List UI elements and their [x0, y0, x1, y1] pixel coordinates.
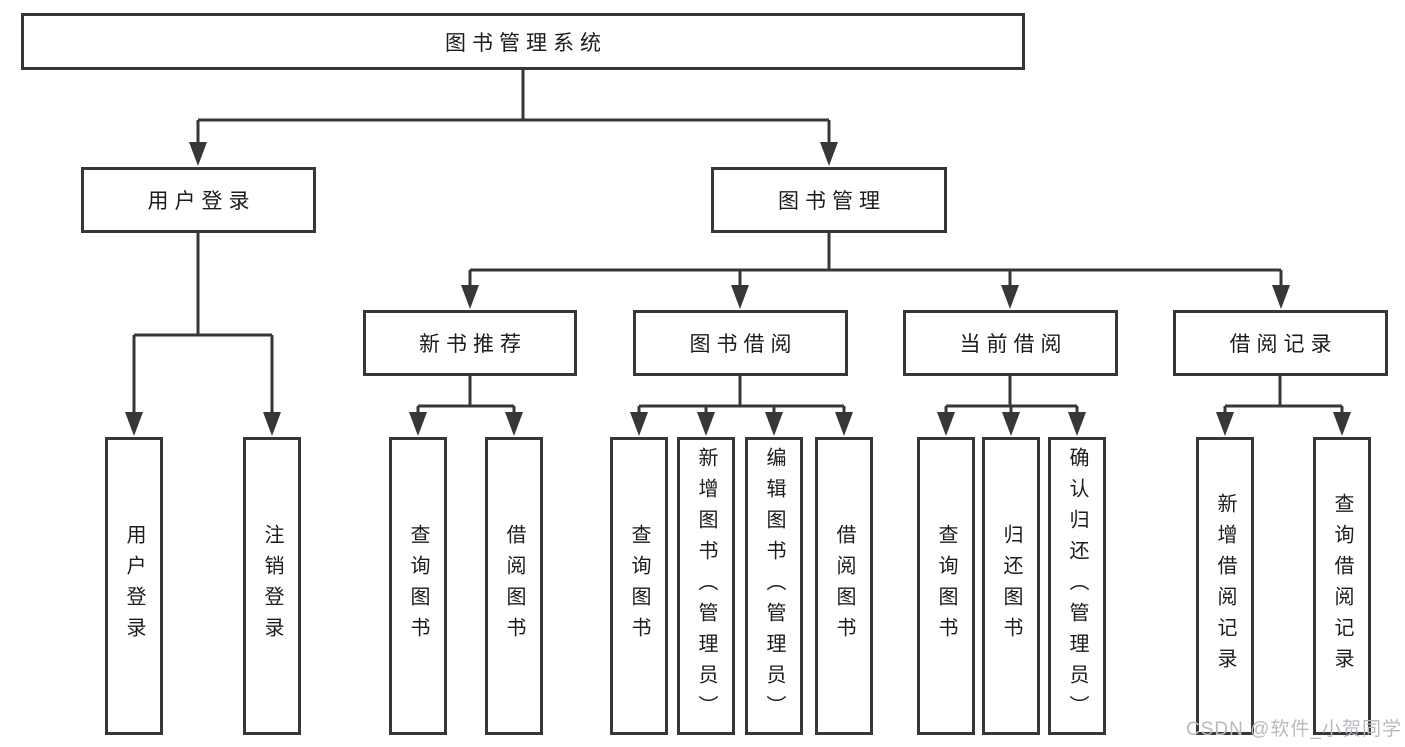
leaf-logout: 注销登录 [243, 437, 301, 735]
leaf-confirm-return-admin: 确认归还（管理员） [1048, 437, 1106, 735]
node-library-management-system: 图书管理系统 [21, 13, 1025, 70]
leaf-edit-books-admin: 编辑图书（管理员） [745, 437, 803, 735]
node-borrowing-records: 借阅记录 [1173, 310, 1388, 376]
leaf-add-books-admin: 新增图书（管理员） [677, 437, 735, 735]
leaf-query-books-recommend: 查询图书 [389, 437, 447, 735]
leaf-return-books: 归还图书 [982, 437, 1040, 735]
leaf-query-books-current: 查询图书 [917, 437, 975, 735]
node-book-management: 图书管理 [711, 167, 947, 233]
node-user-login: 用户登录 [81, 167, 316, 233]
watermark-text: CSDN @软件_小贺同学 [1186, 719, 1402, 740]
leaf-borrow-books-recommend: 借阅图书 [485, 437, 543, 735]
leaf-borrow-books: 借阅图书 [815, 437, 873, 735]
node-current-borrowing: 当前借阅 [903, 310, 1118, 376]
leaf-add-borrow-record: 新增借阅记录 [1196, 437, 1254, 735]
leaf-query-books-borrow: 查询图书 [610, 437, 668, 735]
leaf-query-borrow-record: 查询借阅记录 [1313, 437, 1371, 735]
node-new-book-recommendation: 新书推荐 [363, 310, 577, 376]
node-book-borrowing: 图书借阅 [633, 310, 848, 376]
leaf-user-login: 用户登录 [105, 437, 163, 735]
